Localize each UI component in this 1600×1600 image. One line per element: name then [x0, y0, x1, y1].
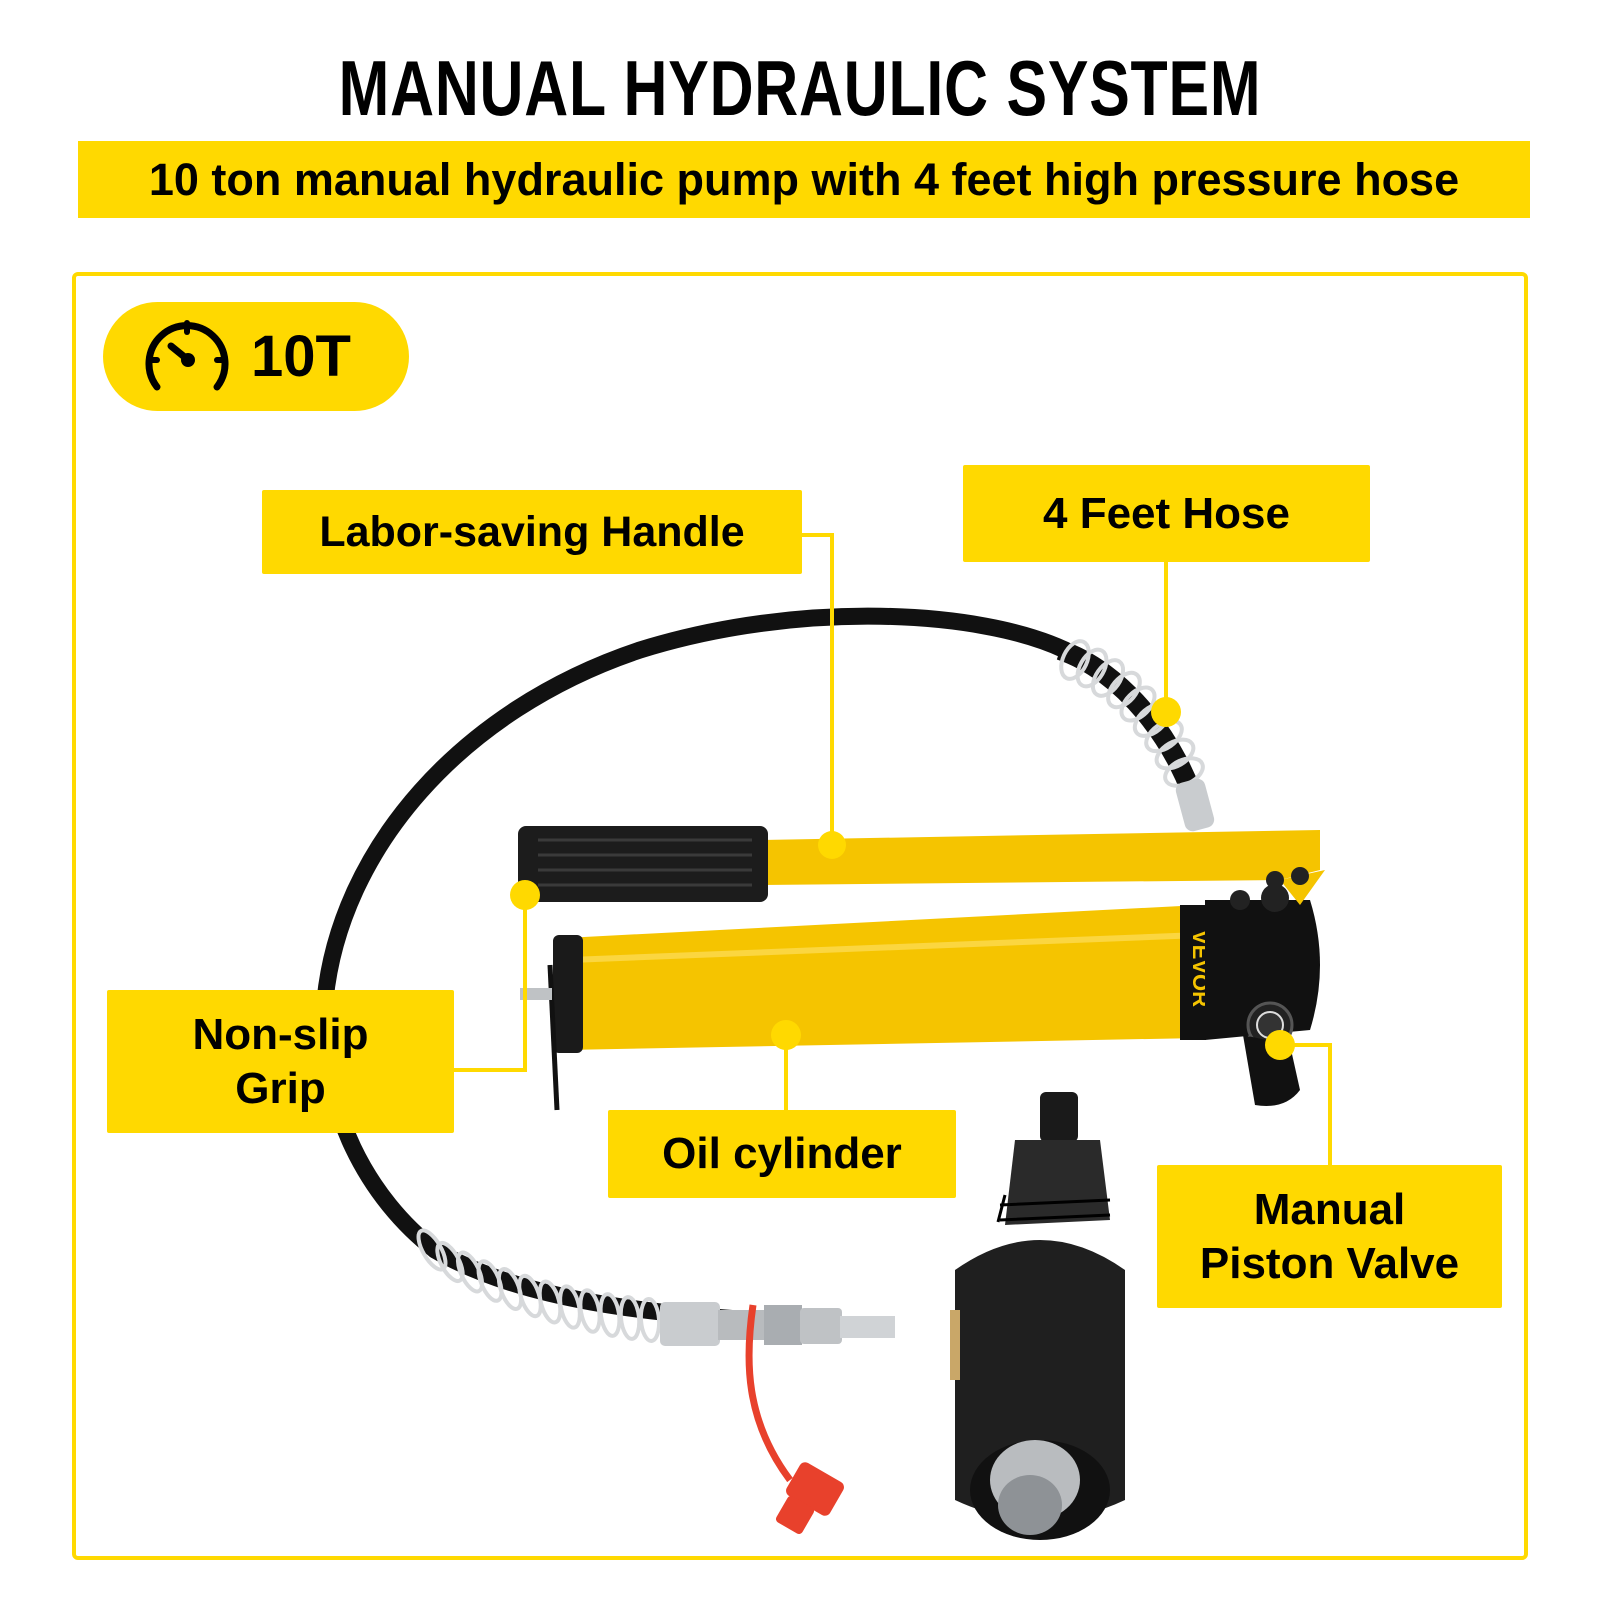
callout-non-slip-grip: Non-slip Grip — [107, 990, 454, 1133]
callout-label: Oil cylinder — [662, 1129, 902, 1179]
callout-line2: Grip — [235, 1063, 326, 1113]
capacity-label: 10T — [251, 324, 351, 389]
callout-label: 4 Feet Hose — [1043, 488, 1290, 538]
speedometer-icon — [145, 319, 229, 390]
callout-labor-saving-handle: Labor-saving Handle — [262, 490, 802, 574]
callout-4-feet-hose: 4 Feet Hose — [963, 465, 1370, 562]
callout-manual-piston-valve: Manual Piston Valve — [1157, 1165, 1502, 1308]
subtitle-text: 10 ton manual hydraulic pump with 4 feet… — [148, 153, 1460, 205]
page-title: MANUAL HYDRAULIC SYSTEM — [338, 44, 1262, 132]
callout-label: Labor-saving Handle — [319, 507, 745, 556]
product-frame — [72, 272, 1528, 1560]
callout-line1: Non-slip — [192, 1009, 369, 1059]
subtitle-banner: 10 ton manual hydraulic pump with 4 feet… — [78, 141, 1530, 218]
callout-oil-cylinder: Oil cylinder — [608, 1110, 956, 1198]
callout-line2: Piston Valve — [1199, 1238, 1460, 1288]
callout-line1: Manual — [1253, 1184, 1406, 1234]
capacity-badge: 10T — [103, 302, 409, 411]
